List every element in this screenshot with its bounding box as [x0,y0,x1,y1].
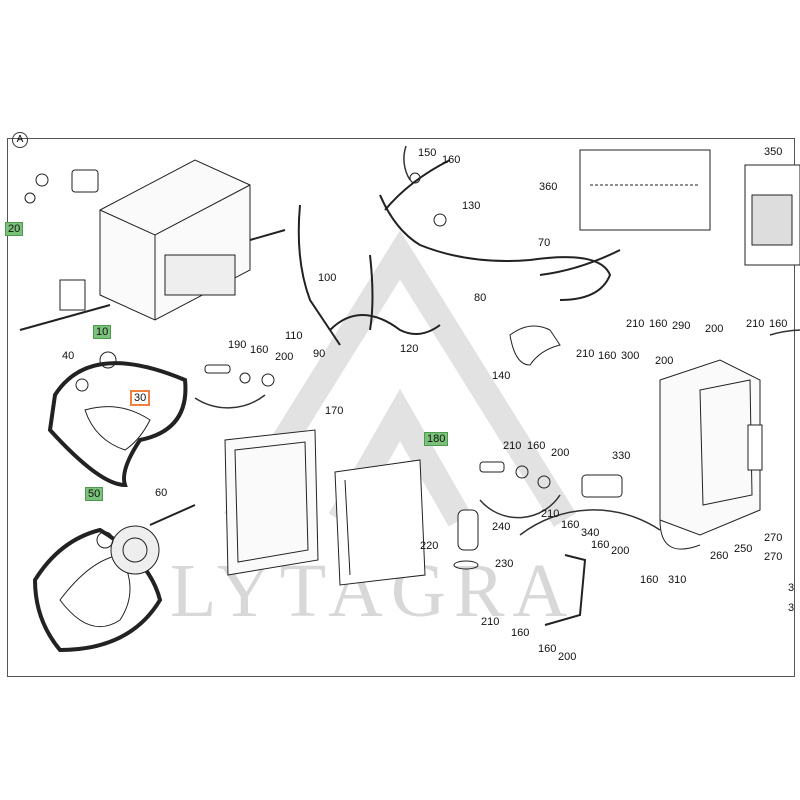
callout-200e: 200 [655,355,674,367]
callout-70: 70 [538,237,551,249]
callout-200f: 200 [705,323,724,335]
callout-160b: 160 [250,344,269,356]
condenser-180 [334,459,426,586]
callout-290: 290 [672,320,691,332]
evaporator-unit [19,159,286,331]
callout-140: 140 [492,370,511,382]
callout-90: 90 [313,348,326,360]
callout-170: 170 [325,405,344,417]
callout-210a: 210 [503,440,522,452]
callout-160j: 160 [769,318,788,330]
callout-210d: 210 [576,348,595,360]
control-unit [659,359,763,550]
callout-160a: 160 [442,154,461,166]
callout-200d: 200 [558,651,577,663]
callout-350: 350 [764,146,783,158]
callout-40: 40 [62,350,75,362]
bracket-340 [544,554,587,626]
callout-160e: 160 [591,539,610,551]
callout-30: 30 [130,390,151,406]
callout-330: 330 [612,450,631,462]
callout-80: 80 [474,292,487,304]
callout-210c: 210 [481,616,500,628]
callout-3a: 3 [788,582,795,594]
callout-360: 360 [539,181,558,193]
callout-110: 110 [285,330,303,342]
receiver-drier-240 [457,509,479,551]
callout-50: 50 [85,487,104,501]
diagram-frame [7,138,795,677]
callout-100: 100 [318,272,337,284]
callout-230: 230 [495,558,514,570]
callout-270a: 270 [764,532,783,544]
callout-3b: 3 [788,602,795,614]
callout-130: 130 [462,200,481,212]
gasket-330 [581,474,623,498]
callout-200c: 200 [611,545,630,557]
section-marker: A [12,132,28,148]
callout-270b: 270 [764,551,783,563]
callout-340: 340 [581,527,600,539]
manual-350 [744,164,800,266]
callout-160g: 160 [538,643,557,655]
callout-180: 180 [424,432,449,446]
kit-360 [579,149,711,231]
callout-200a: 200 [275,351,294,363]
fasteners [204,172,551,489]
callout-160c: 160 [527,440,546,452]
hose-assembly [297,159,621,346]
callout-60: 60 [155,487,168,499]
clamp-140 [509,325,561,366]
callout-160i: 160 [649,318,668,330]
callout-310: 310 [668,574,687,586]
callout-20: 20 [5,222,24,236]
callout-160d: 160 [561,519,580,531]
callout-190: 190 [228,339,247,351]
zoom-circles [194,145,800,536]
callout-250: 250 [734,543,753,555]
callout-160f: 160 [511,627,530,639]
callout-210b: 210 [541,508,560,520]
callout-160k: 160 [640,574,659,586]
belt-30 [47,351,188,488]
ring-230 [453,560,479,570]
frame-170 [224,429,319,576]
callout-210f: 210 [746,318,765,330]
callout-150: 150 [418,147,437,159]
callout-210e: 210 [626,318,645,330]
callout-260: 260 [710,550,729,562]
callout-120: 120 [400,343,419,355]
callout-220: 220 [420,540,439,552]
callout-160h: 160 [598,350,617,362]
callout-200b: 200 [551,447,570,459]
belt-50 [32,504,196,653]
callout-10: 10 [93,325,112,339]
callout-300: 300 [621,350,640,362]
callout-240: 240 [492,521,511,533]
